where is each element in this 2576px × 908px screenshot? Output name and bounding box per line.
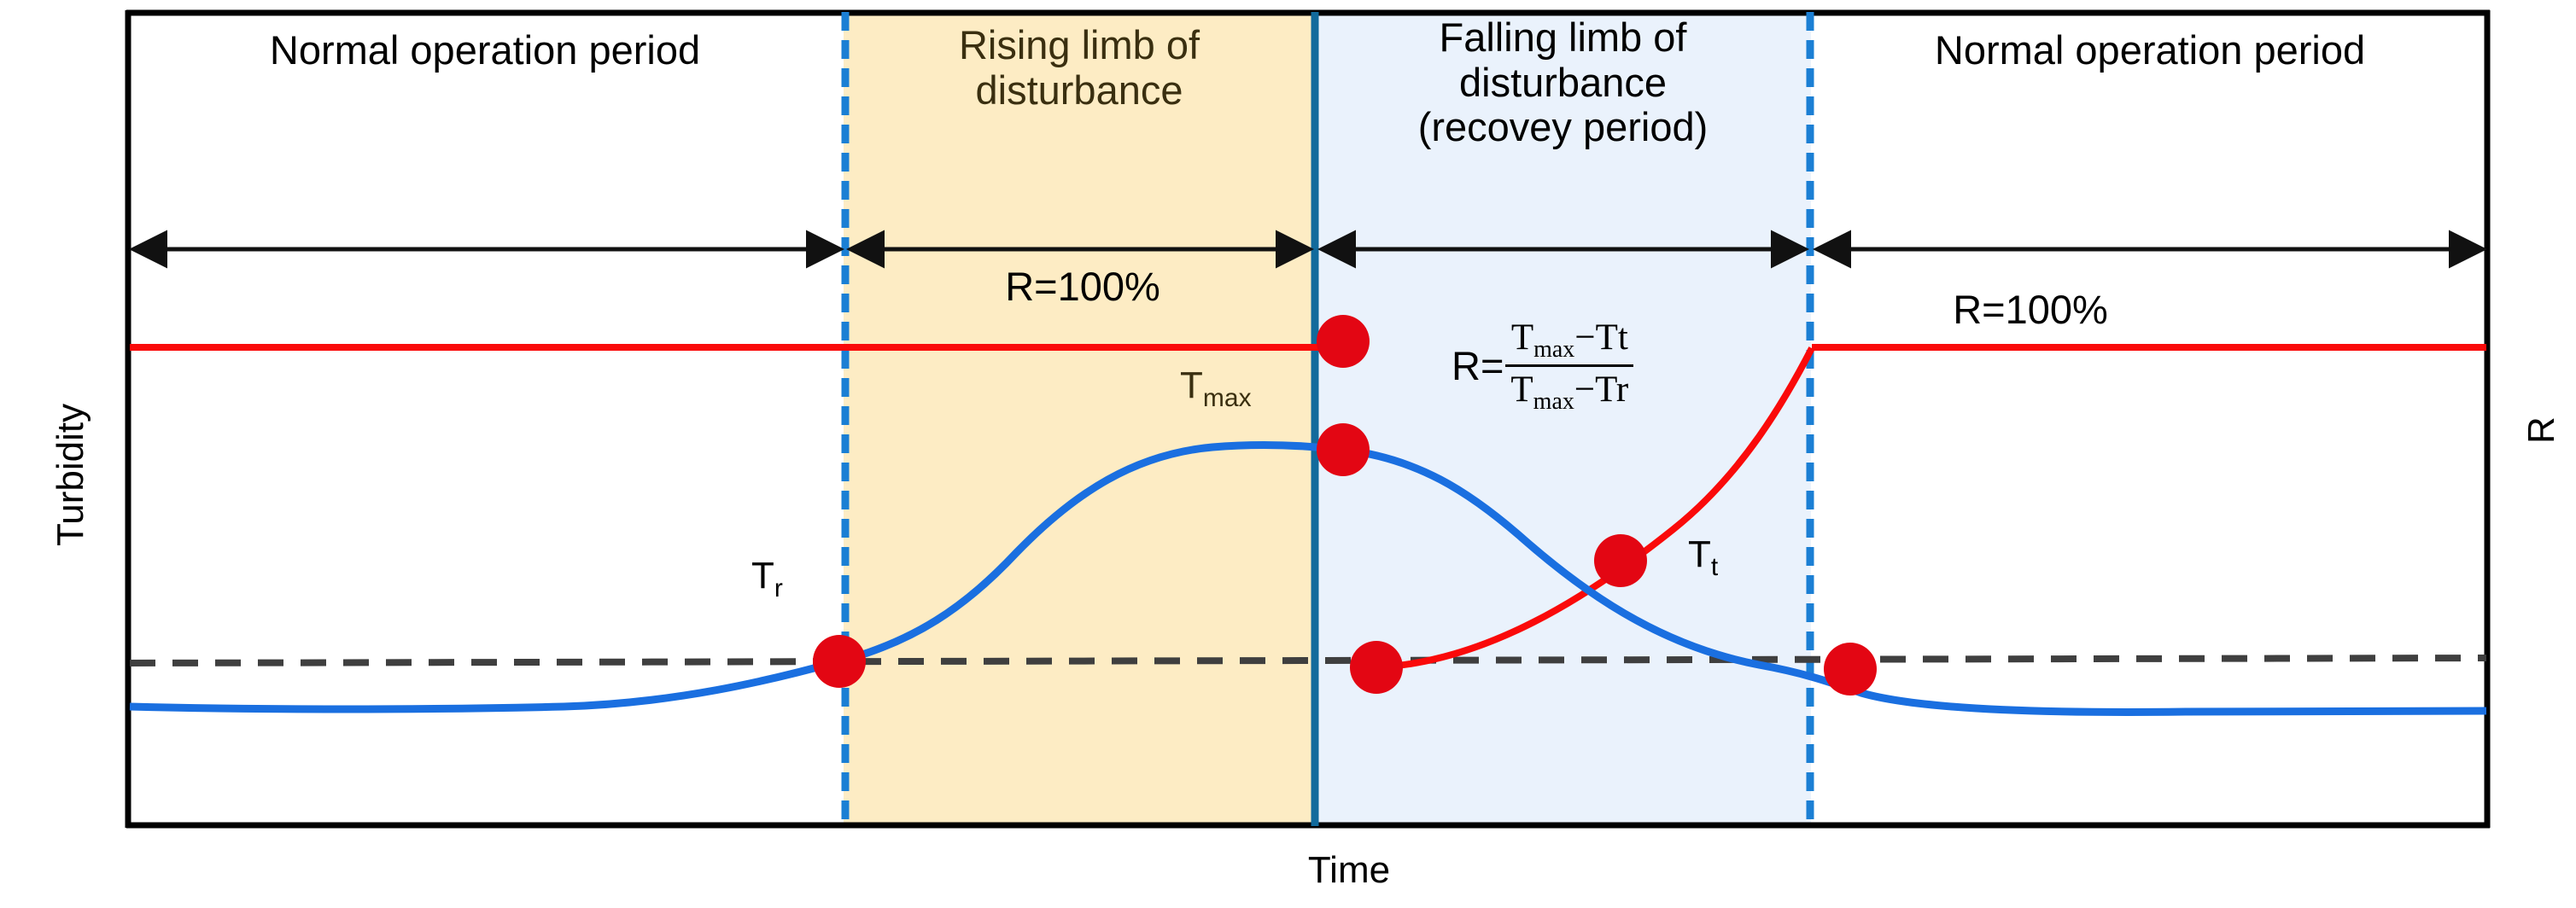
y-axis-title-right: R <box>2521 416 2562 444</box>
formula-num-minus: − <box>1574 317 1596 358</box>
band-label-falling-limb: Falling limb of disturbance (recovey per… <box>1315 15 1811 150</box>
recovery-curve-falling <box>1376 346 1815 671</box>
y-axis-title-left-text: Turbidity <box>50 403 91 546</box>
point-label-Tt-sub: t <box>1710 552 1719 581</box>
band-label-falling-limb-line3: (recovey period) <box>1417 104 1709 150</box>
band-label-normal-right: Normal operation period <box>1811 27 2489 73</box>
point-label-Tmax-sub: max <box>1202 383 1252 412</box>
x-axis-title-text: Time <box>1307 849 1391 891</box>
annotation-r-right: R=100% <box>1817 287 2244 333</box>
point-label-Tt: Tt <box>1688 533 1718 581</box>
marker-R-at-Tmax <box>1317 315 1370 368</box>
formula-numerator: Tmax−Tt <box>1506 317 1633 364</box>
point-label-Tmax-base: T <box>1180 364 1203 406</box>
marker-Tt <box>1594 534 1647 587</box>
y-axis-title-right-text: R <box>2521 416 2562 444</box>
recovery-formula: R= Tmax−Tt Tmax−Tr <box>1452 317 1634 416</box>
point-label-Tr-base: T <box>751 555 774 597</box>
band-label-falling-limb-line2: disturbance <box>1459 59 1667 105</box>
band-label-rising-limb-line1: Rising limb of <box>958 22 1200 67</box>
formula-den-a: T <box>1510 370 1533 410</box>
point-label-Tr: Tr <box>751 555 783 602</box>
formula-den-b: Tr <box>1595 370 1629 410</box>
annotation-r-right-text: R=100% <box>1953 287 2108 332</box>
band-label-rising-limb-line2: disturbance <box>975 67 1183 113</box>
baseline-dashed <box>129 655 2487 666</box>
band-label-rising-limb: Rising limb of disturbance <box>844 22 1315 113</box>
x-axis-title: Time <box>1238 849 1460 891</box>
marker-Tr <box>813 635 866 688</box>
formula-lead: R= <box>1452 343 1504 388</box>
band-label-normal-left-text: Normal operation period <box>269 27 701 73</box>
formula-fraction: Tmax−Tt Tmax−Tr <box>1505 317 1634 416</box>
formula-denominator: Tmax−Tr <box>1505 364 1634 416</box>
band-fill-rising-limb <box>844 12 1315 826</box>
band-label-normal-left: Normal operation period <box>126 27 844 73</box>
point-label-Tmax: Tmax <box>1180 364 1252 412</box>
band-fill-falling-limb <box>1315 12 1811 826</box>
annotation-r-left: R=100% <box>850 264 1315 310</box>
band-label-falling-limb-line1: Falling limb of <box>1439 15 1687 60</box>
formula-den-a-sub: max <box>1533 388 1574 416</box>
y-axis-title-left: Turbidity <box>50 404 91 546</box>
marker-R-start <box>1350 641 1403 694</box>
annotation-r-left-text: R=100% <box>1005 264 1160 309</box>
point-label-Tr-sub: r <box>774 573 783 602</box>
formula-num-a-sub: max <box>1533 335 1575 363</box>
marker-recovery-end <box>1824 643 1877 696</box>
point-label-Tt-base: T <box>1688 533 1711 575</box>
band-label-normal-right-text: Normal operation period <box>1934 27 2366 73</box>
formula-den-minus: − <box>1574 370 1596 410</box>
marker-Tmax <box>1317 423 1370 476</box>
formula-num-b: Tt <box>1595 317 1628 358</box>
formula-num-a: T <box>1510 317 1534 358</box>
